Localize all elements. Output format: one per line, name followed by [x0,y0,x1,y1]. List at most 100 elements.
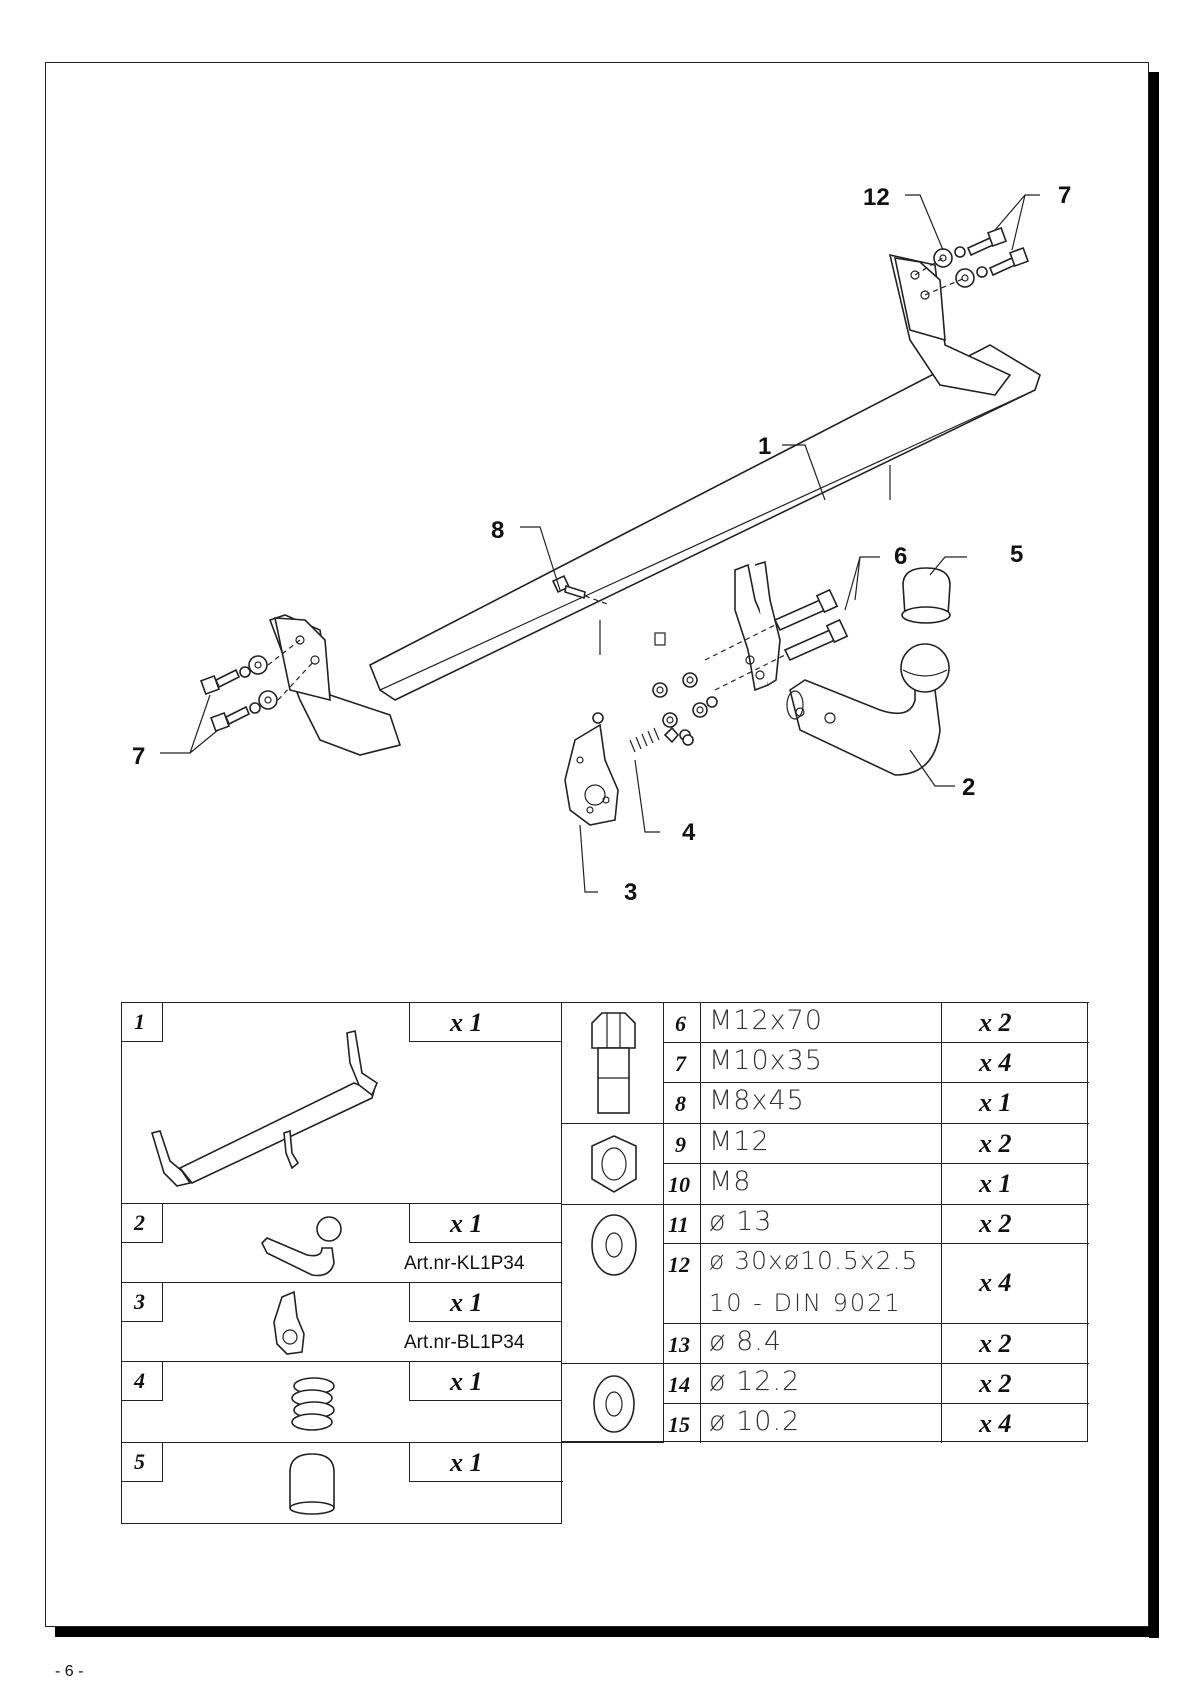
bolt-icon-cell [561,1002,664,1124]
hw-row [663,1204,1089,1244]
hw-row [663,1323,1089,1364]
part-num: 1 [134,1009,145,1034]
hw-spec: M8 [709,1166,752,1197]
part-num-box: 5 [121,1442,163,1482]
hw-spec: M12 [709,1126,770,1157]
washer-icon [591,1214,637,1276]
hw-qty: x 4 [979,1409,1012,1438]
hw-row [663,1363,1089,1404]
callout-7-left: 7 [132,743,145,770]
hw-num: 15 [668,1412,690,1437]
hw-qty: x 4 [979,1268,1012,1297]
hw-qty: x 1 [979,1088,1012,1117]
hw-qty: x 2 [979,1008,1012,1037]
nut-icon-cell [561,1123,664,1205]
hardware-table: 6 M12x70 x 2 7 M10x35 x 4 8 M8x45 x 1 9 … [561,1002,1089,1443]
hw-spec: M8x45 [709,1085,805,1116]
washer-icon-cell [561,1204,664,1364]
part-qty: x 1 [450,1288,483,1317]
part-qty-box: x 1 [409,1002,563,1042]
hw-num: 11 [668,1212,689,1237]
hw-num: 8 [675,1091,686,1116]
hw-row [663,1082,1089,1124]
ball-cap-part-5 [901,567,951,624]
hw-row [663,1002,1089,1043]
hw-spec-line-2: 10 - DIN 9021 [709,1289,902,1317]
part-num-box: 3 [121,1282,163,1322]
hw-num: 13 [668,1332,690,1357]
spring-part-4 [629,726,694,753]
part-article-number: Art.nr-BL1P34 [404,1332,525,1353]
hw-row [663,1123,1089,1164]
frame-shadow-right [1149,72,1159,1638]
nuts-washers-center [652,672,718,741]
crossbar-thumbnail [150,1030,378,1187]
part-qty-box: x 1 [409,1361,563,1401]
hw-qty: x 2 [979,1129,1012,1158]
part-num: 4 [134,1368,145,1393]
hw-spec: ø 13 [709,1206,773,1237]
hw-row [663,1403,1089,1443]
spring-washer-icon-cell [561,1363,664,1443]
hw-spec: M12x70 [709,1005,823,1036]
callout-4: 4 [682,819,696,846]
hw-num: 12 [668,1252,690,1277]
ball-neck-part-2 [786,643,950,776]
hw-qty: x 4 [979,1048,1012,1077]
parts-row-4 [121,1361,562,1443]
hw-col-divider [941,1002,942,1443]
hw-row [663,1243,1089,1324]
hw-spec: ø 12.2 [709,1366,801,1397]
crossbar-part-1 [268,253,1041,756]
part-article-number: Art.nr-KL1P34 [404,1253,525,1274]
hw-qty: x 2 [979,1369,1012,1398]
nut-icon [591,1135,637,1193]
left-bolts-part-7 [200,639,316,732]
part-qty: x 1 [450,1367,483,1396]
page-number: - 6 - [55,1663,84,1680]
part-num-box: 2 [121,1203,163,1243]
hw-spec: M10x35 [709,1045,823,1076]
plate-thumbnail [273,1290,305,1355]
leader-lines [160,194,1040,893]
callout-2: 2 [962,774,975,801]
plate-part-3 [564,712,619,826]
part-num-box: 1 [121,1002,163,1042]
parts-table: 1 x 1 2 x 1 Art.nr-KL1P34 3 x 1 Art.nr-B… [121,1002,563,1524]
part-num-box: 4 [121,1361,163,1401]
hw-qty: x 1 [979,1169,1012,1198]
callout-1: 1 [758,433,771,460]
right-bolts-part-7 [914,227,1029,296]
hw-row [663,1163,1089,1205]
parts-row-3 [121,1282,562,1362]
hw-num: 10 [668,1172,690,1197]
callout-7-right: 7 [1058,182,1071,209]
hw-num: 6 [675,1011,686,1036]
part-qty: x 1 [450,1209,483,1238]
parts-row-1 [121,1002,562,1204]
part-qty: x 1 [450,1448,483,1477]
callout-5: 5 [1010,541,1023,568]
bolts-part-6 [704,588,849,691]
callout-8: 8 [491,517,504,544]
hw-spec: ø 8.4 [709,1326,783,1357]
bolt-icon [591,1012,636,1114]
callout-12: 12 [863,184,890,211]
frame-shadow-bottom [55,1627,1159,1637]
part-qty-box: x 1 [409,1203,563,1243]
part-qty-box: x 1 [409,1282,563,1322]
callout-6: 6 [894,543,907,570]
hw-col-divider [700,1002,701,1443]
hw-row [663,1042,1089,1083]
spring-washer-icon [593,1375,635,1433]
hw-num: 7 [675,1051,686,1076]
callout-labels: 1 2 3 4 5 6 7 7 8 12 [132,182,1071,906]
part-num: 3 [134,1289,145,1314]
hw-spec: ø 10.2 [709,1406,801,1437]
part-num: 5 [134,1449,145,1474]
assembly-drawing: 1 2 3 4 5 6 7 7 8 12 [132,182,1071,906]
callout-3: 3 [624,879,637,906]
parts-row-2 [121,1203,562,1283]
spring-thumbnail [291,1377,335,1431]
hw-num: 9 [675,1132,686,1157]
